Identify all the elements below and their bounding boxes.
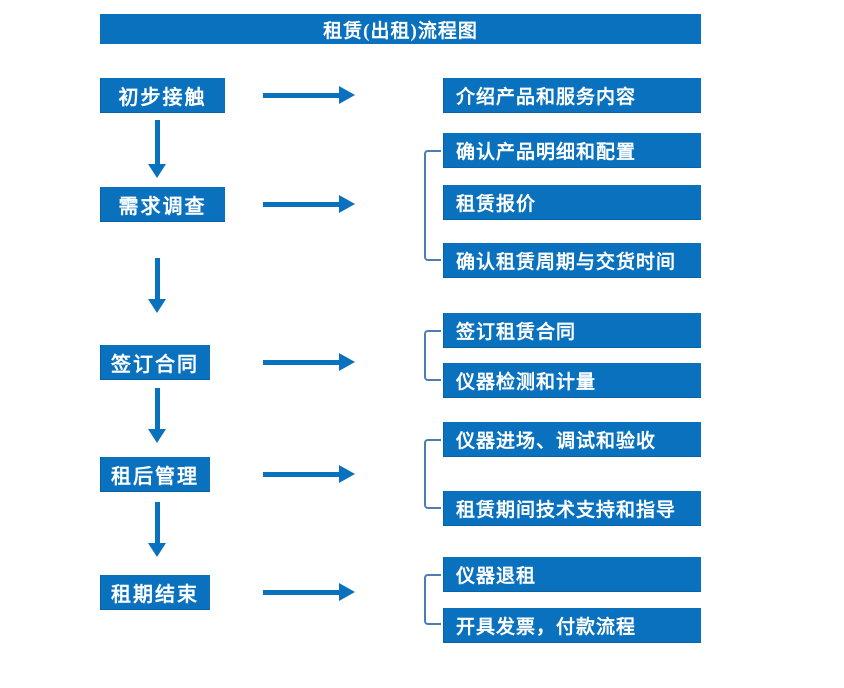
arrow-right-icon — [263, 353, 355, 372]
arrow-right-icon — [263, 86, 355, 105]
stage-box-initial-contact: 初步接触 — [100, 78, 225, 113]
output-box-introduce-products-services: 介绍产品和服务内容 — [443, 78, 701, 113]
stage-box-post-rental-management: 租后管理 — [100, 457, 210, 492]
output-box-instrument-testing: 仪器检测和计量 — [443, 363, 701, 398]
group-bracket — [424, 439, 441, 509]
arrow-right-icon — [263, 465, 355, 484]
flowchart-title: 租赁(出租)流程图 — [323, 20, 478, 42]
group-bracket — [424, 150, 441, 261]
arrow-right-icon — [263, 195, 355, 214]
output-box-invoice-payment: 开具发票，付款流程 — [443, 608, 701, 643]
output-box-technical-support: 租赁期间技术支持和指导 — [443, 491, 701, 526]
group-bracket — [424, 574, 441, 625]
stage-box-demand-survey: 需求调查 — [100, 187, 225, 222]
flowchart-title-bar: 租赁(出租)流程图 — [100, 14, 701, 44]
output-box-instrument-return: 仪器退租 — [443, 557, 701, 592]
stage-box-sign-contract: 签订合同 — [100, 345, 210, 380]
arrow-right-icon — [263, 583, 355, 602]
stage-box-rental-end: 租期结束 — [100, 575, 210, 610]
output-box-confirm-period-delivery: 确认租赁周期与交货时间 — [443, 243, 701, 278]
arrow-down-icon — [148, 388, 167, 443]
output-box-rental-quotation: 租赁报价 — [443, 185, 701, 220]
arrow-down-icon — [148, 258, 167, 313]
output-box-sign-rental-contract: 签订租赁合同 — [443, 313, 701, 348]
group-bracket — [424, 330, 441, 381]
output-box-instrument-setup-acceptance: 仪器进场、调试和验收 — [443, 422, 701, 457]
arrow-down-icon — [148, 502, 167, 557]
output-box-confirm-product-details: 确认产品明细和配置 — [443, 133, 701, 168]
arrow-down-icon — [148, 120, 167, 178]
